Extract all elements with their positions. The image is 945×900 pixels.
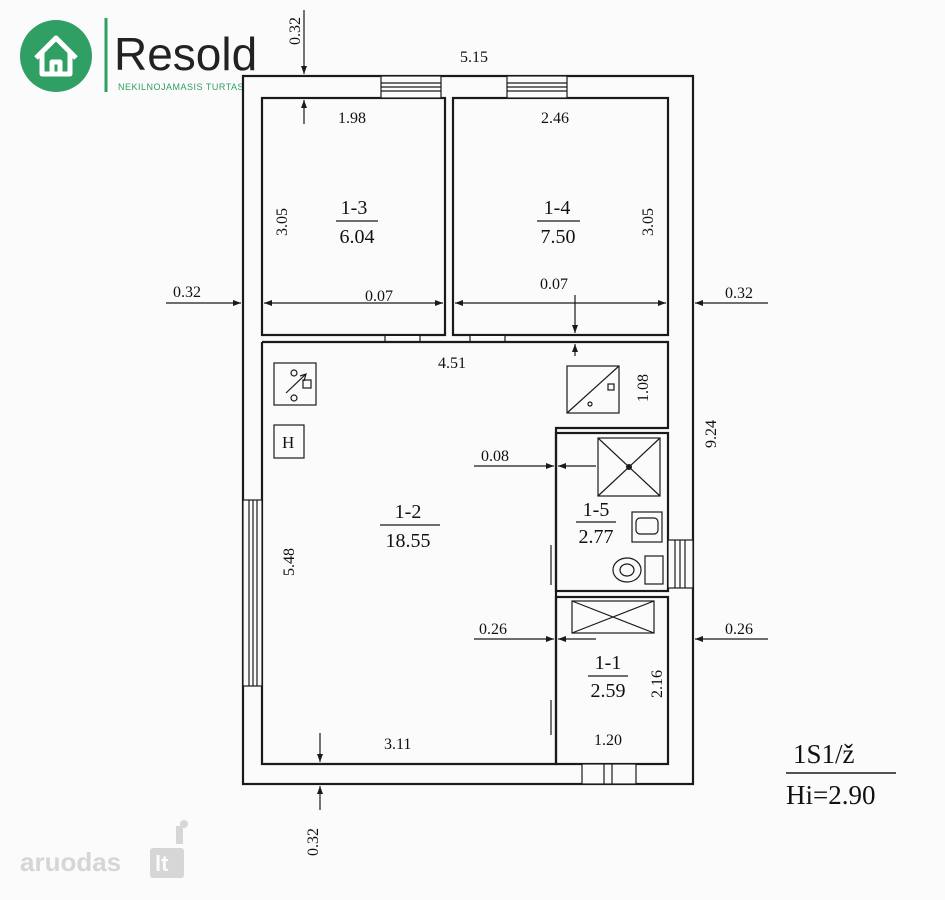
entrance-door	[581, 763, 637, 785]
shower-symbol	[597, 437, 661, 497]
window-left	[242, 499, 263, 687]
outer-walls	[241, 74, 695, 786]
room-1-3-id: 1-3	[341, 197, 368, 219]
room-label-1-3: 1-3 6.04	[336, 197, 378, 248]
dimension-labels: 5.15 1.98 2.46 3.05 3.05 0.07 0.07 0.32 …	[173, 17, 753, 856]
dim-room-1-4-width: 2.46	[541, 110, 569, 127]
dim-partition-1-5: 0.08	[481, 448, 509, 465]
dim-room-1-2-height: 5.48	[281, 548, 298, 576]
dim-niche-height: 1.08	[635, 374, 652, 402]
door-openings	[384, 335, 552, 735]
dimension-arrows	[166, 10, 768, 810]
heater-label: H	[282, 433, 294, 452]
dim-room-1-1-height: 2.16	[649, 670, 666, 698]
dim-room-1-2-bottom: 3.11	[384, 736, 411, 753]
dim-room-1-1-width: 1.20	[594, 732, 622, 749]
resold-logo: Resold NEKILNOJAMASIS TURTAS	[20, 18, 257, 92]
wardrobe-symbol	[571, 600, 655, 634]
washbasin-symbol	[631, 511, 663, 543]
dim-room-1-3-width: 1.98	[338, 110, 366, 127]
dim-partition-1-1: 0.26	[479, 621, 507, 638]
room-1-4-area: 7.50	[541, 226, 576, 248]
watermark-suffix: lt	[155, 851, 169, 876]
room-label-1-4: 1-4 7.50	[537, 197, 580, 248]
dim-outer-width: 5.15	[460, 49, 488, 66]
room-1-3-area: 6.04	[340, 226, 375, 248]
window-top-left	[380, 75, 442, 99]
floor-stamp: 1S1/ž Hi=2.90	[786, 739, 896, 810]
stamp-height: Hi=2.90	[786, 780, 875, 810]
stamp-floor-code: 1S1/ž	[793, 739, 855, 769]
boiler-symbol	[273, 362, 317, 406]
dim-right-wall: 0.32	[725, 285, 753, 302]
logo-tagline: NEKILNOJAMASIS TURTAS	[118, 82, 244, 92]
toilet-symbol	[612, 555, 664, 585]
room-1-3-outline	[260, 96, 447, 337]
dim-room-1-3-height: 3.05	[274, 208, 291, 236]
room-label-1-5: 1-5 2.77	[576, 499, 616, 548]
dim-outer-height: 9.24	[703, 420, 720, 448]
house-icon	[20, 20, 92, 92]
room-1-4-id: 1-4	[544, 197, 571, 219]
room-1-2-id: 1-2	[395, 501, 422, 523]
dim-partition-1-3: 0.07	[365, 288, 393, 305]
dim-top-wall: 0.32	[287, 17, 304, 45]
room-1-5-outline	[554, 431, 670, 593]
dim-right-wall-lower: 0.26	[725, 621, 753, 638]
room-1-5-area: 2.77	[579, 526, 614, 548]
kitchen-sink-symbol	[566, 365, 620, 414]
watermark-text: aruodas	[20, 847, 121, 877]
dim-bottom-wall: 0.32	[305, 828, 322, 856]
window-top-right	[506, 75, 568, 99]
dim-room-1-2-width: 4.51	[438, 355, 466, 372]
room-1-5-id: 1-5	[583, 499, 610, 521]
dim-room-1-4-height: 3.05	[640, 208, 657, 236]
logo-brand: Resold	[114, 28, 257, 80]
aruodas-watermark: aruodas lt	[20, 820, 188, 878]
room-label-1-2: 1-2 18.55	[380, 501, 440, 552]
window-right-bathroom	[667, 539, 694, 589]
dim-partition-1-4: 0.07	[540, 276, 568, 293]
room-1-2-outline	[260, 340, 670, 766]
room-1-1-id: 1-1	[595, 652, 622, 674]
room-1-2-area: 18.55	[386, 530, 431, 552]
dim-left-wall: 0.32	[173, 284, 201, 301]
heater-symbol: H	[273, 424, 305, 459]
room-label-1-1: 1-1 2.59	[588, 652, 628, 702]
room-1-1-area: 2.59	[591, 680, 626, 702]
